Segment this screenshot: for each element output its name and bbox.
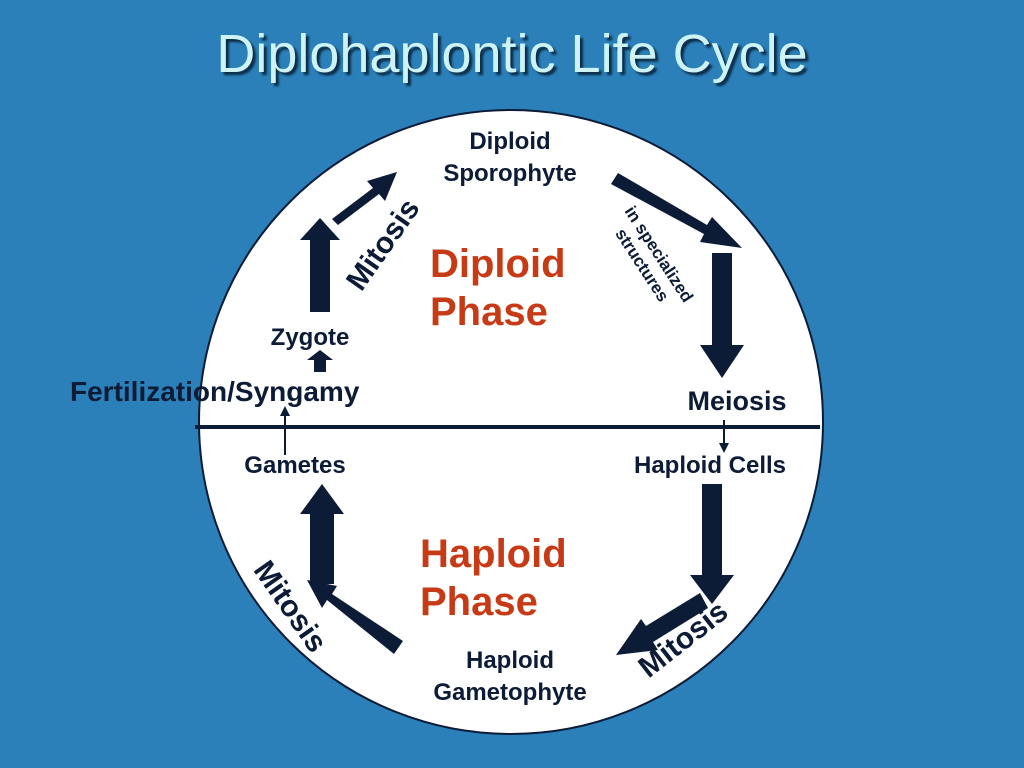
node-gametophyte: Haploid Gametophyte: [400, 645, 620, 709]
diploid-phase-line-1: Diploid: [430, 242, 566, 286]
gametophyte-line-2: Gametophyte: [433, 679, 587, 706]
arrow-sporophyte-down-right: [611, 173, 742, 248]
haploid-phase-line-2: Phase: [420, 580, 538, 624]
sporophyte-line-2: Sporophyte: [443, 160, 577, 187]
arrow-gametes-head: [280, 406, 290, 416]
node-meiosis: Meiosis: [687, 386, 787, 416]
arrow-to-gametophyte: [616, 593, 708, 655]
node-gametes: Gametes: [244, 452, 346, 479]
cycle-circle: [198, 109, 824, 735]
arrow-to-meiosis: [700, 253, 744, 378]
node-sporophyte: Diploid Sporophyte: [410, 126, 610, 190]
node-haploid-cells: Haploid Cells: [633, 452, 787, 479]
arrow-meiosis-head: [719, 443, 729, 453]
sporophyte-line-1: Diploid: [469, 128, 551, 155]
arrow-zygote-up: [300, 218, 340, 312]
gametophyte-line-1: Haploid: [466, 647, 554, 674]
haploid-phase-line-1: Haploid: [420, 532, 567, 576]
diploid-phase-line-2: Phase: [430, 290, 548, 334]
node-zygote: Zygote: [270, 324, 350, 351]
arrow-gametophyte-up-left: [307, 580, 403, 654]
diploid-phase-label: Diploid Phase: [430, 240, 566, 336]
arrow-mitosis-to-sporophyte: [332, 172, 397, 225]
node-fertilization: Fertilization/Syngamy: [70, 376, 360, 407]
slide-title: Diplohaplontic Life Cycle: [216, 24, 808, 84]
arrow-haploid-cells-down: [690, 484, 734, 604]
arrow-to-gametes: [300, 484, 344, 584]
haploid-phase-label: Haploid Phase: [420, 530, 567, 626]
arrow-fertilization-to-zygote: [307, 350, 333, 372]
